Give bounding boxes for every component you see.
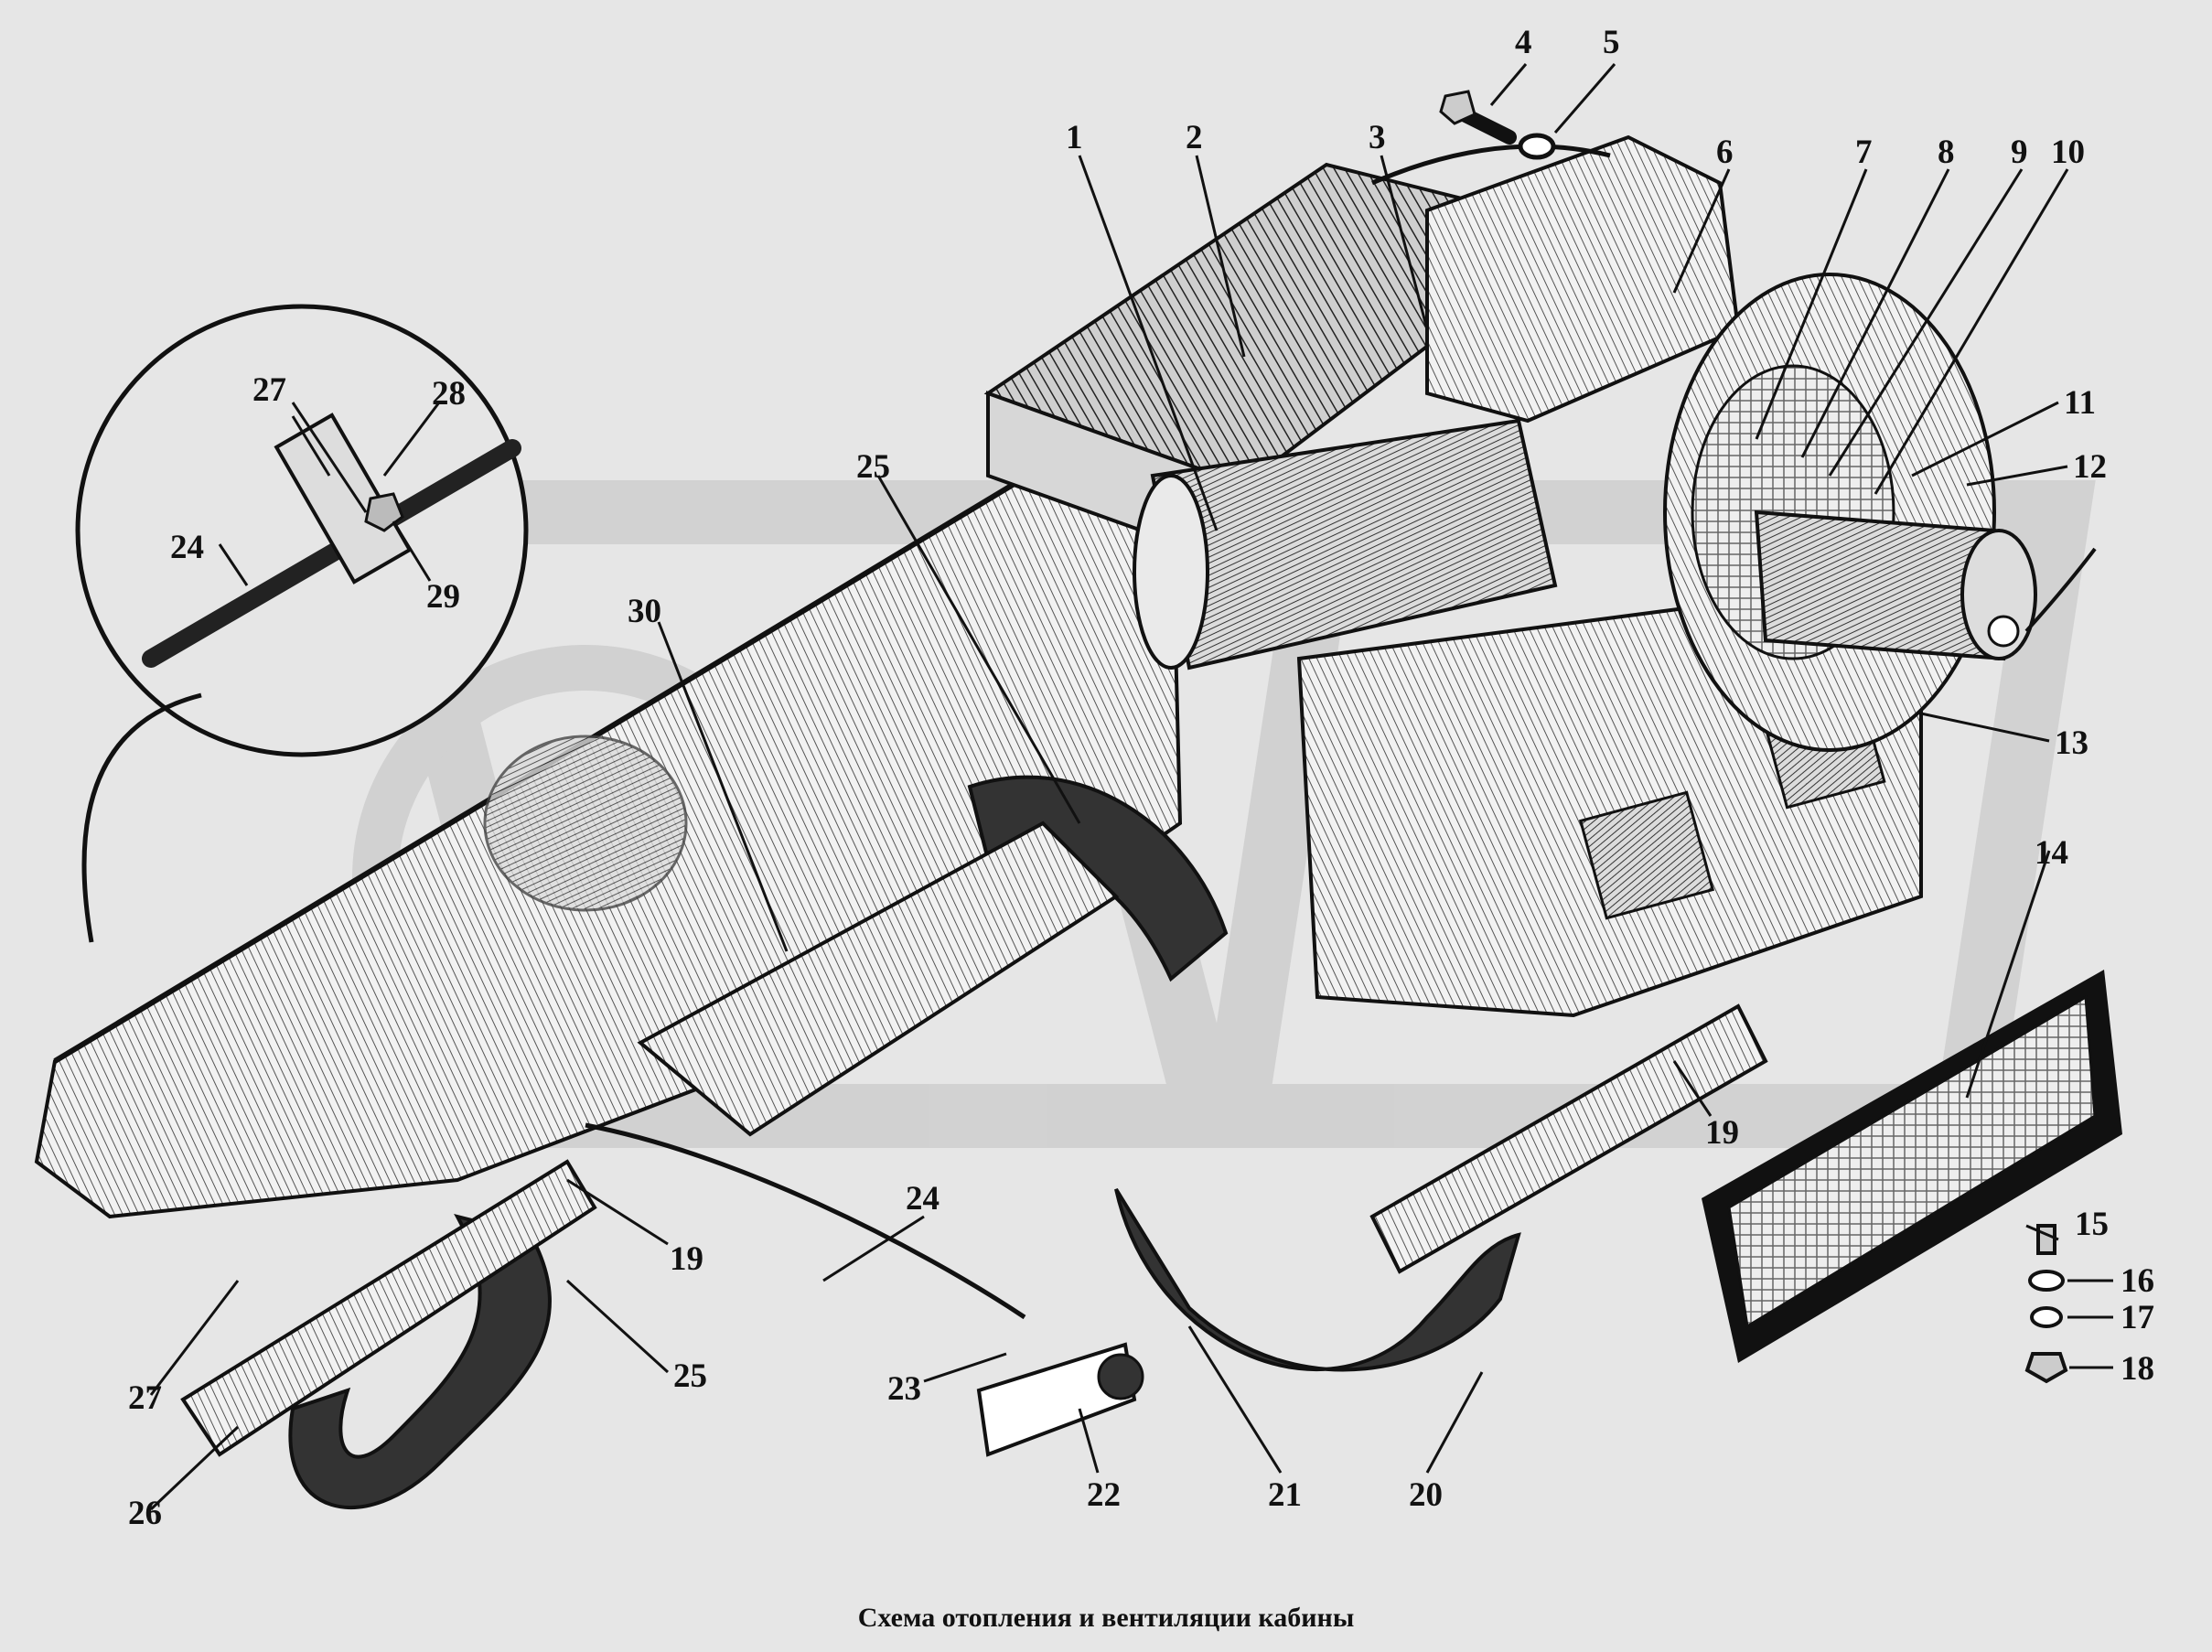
callout-20: 20	[1409, 1476, 1443, 1514]
callout-6: 6	[1716, 134, 1734, 171]
duct-opening-oval	[483, 735, 688, 912]
hose-lower-right	[1114, 1003, 1768, 1372]
callout-4: 4	[1515, 24, 1532, 61]
bolt-and-washer	[1439, 90, 1556, 160]
callout-25-bottom: 25	[673, 1357, 707, 1395]
diagram-caption: Схема отопления и вентиляции кабины	[857, 1603, 1355, 1633]
callout-27-inset: 27	[252, 371, 286, 409]
callout-26: 26	[128, 1495, 162, 1532]
callout-25-top: 25	[856, 448, 890, 486]
hose-lower-left	[180, 1159, 597, 1509]
callout-23: 23	[887, 1370, 921, 1408]
callout-9: 9	[2011, 134, 2028, 171]
callout-19-left: 19	[670, 1240, 703, 1278]
callout-24-main: 24	[906, 1180, 940, 1218]
cab-air-duct	[34, 409, 1183, 1219]
fan-motor	[1663, 273, 2097, 752]
fan-housing	[1371, 134, 1741, 424]
callout-24-inset: 24	[170, 529, 204, 566]
leader-lines	[149, 63, 2113, 1511]
callout-1: 1	[1066, 119, 1083, 156]
control-knob	[1097, 1353, 1144, 1400]
callout-27-main: 27	[128, 1379, 162, 1417]
callout-10: 10	[2051, 134, 2085, 171]
callout-18: 18	[2121, 1350, 2154, 1388]
callout-12: 12	[2073, 448, 2107, 486]
callout-16: 16	[2121, 1262, 2154, 1300]
callout-5: 5	[1603, 24, 1620, 61]
callout-8: 8	[1938, 134, 1955, 171]
callout-14: 14	[2035, 834, 2068, 872]
callout-11: 11	[2064, 384, 2096, 422]
callout-17: 17	[2121, 1299, 2154, 1336]
callout-13: 13	[2055, 724, 2089, 762]
hose-center-left	[637, 775, 1229, 1137]
callout-3: 3	[1369, 119, 1386, 156]
callout-15: 15	[2075, 1206, 2109, 1243]
inset-detail	[75, 304, 529, 943]
callout-28: 28	[432, 375, 466, 413]
callout-labels: 1 2 3 4 5 6 7 8 9 10 11 12 13 14 15 16 1…	[128, 24, 2154, 1532]
fasteners	[2024, 1224, 2068, 1384]
callout-22: 22	[1087, 1476, 1121, 1514]
callout-21: 21	[1268, 1476, 1302, 1514]
callout-29: 29	[426, 578, 460, 616]
callout-7: 7	[1855, 134, 1873, 171]
air-filter-panel	[1702, 970, 2122, 1363]
callout-2: 2	[1186, 119, 1203, 156]
air-pipe	[1133, 418, 1558, 670]
callout-19-right: 19	[1705, 1114, 1739, 1152]
control-rod	[585, 1122, 1144, 1457]
control-scale-plate	[976, 1342, 1137, 1457]
callout-30: 30	[628, 593, 661, 630]
